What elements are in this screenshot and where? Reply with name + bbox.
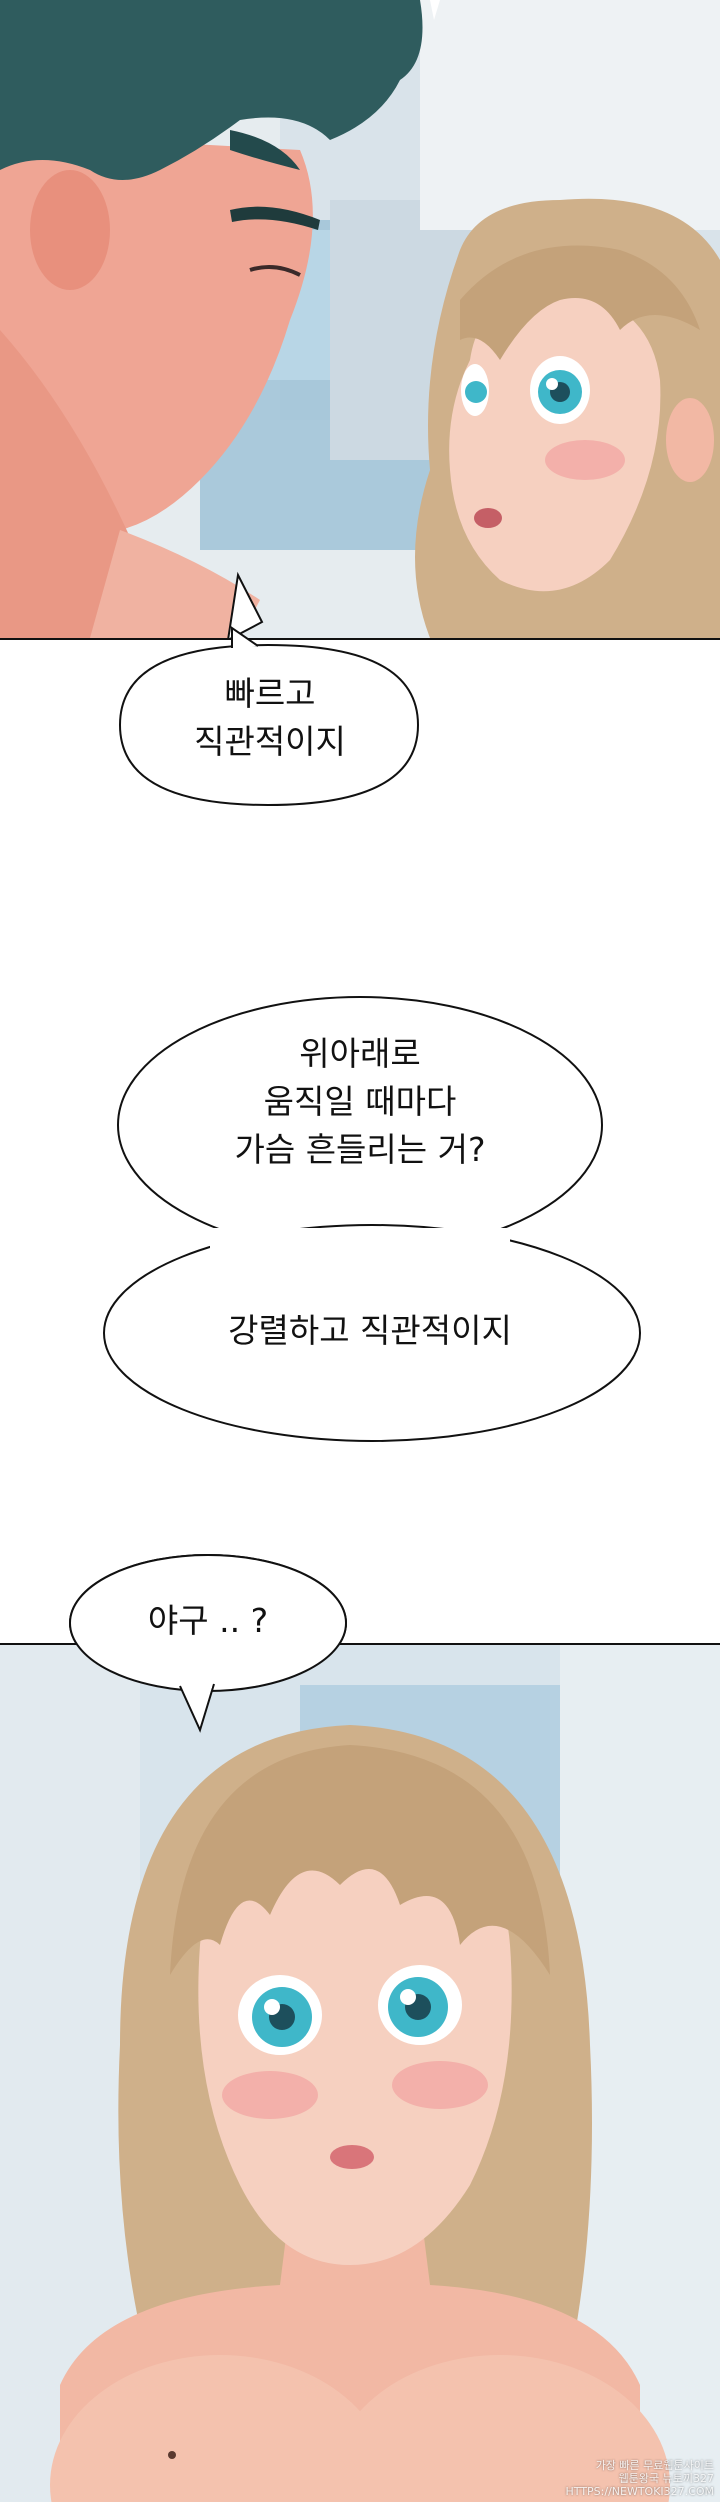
bubble-line: 강렬하고 직관적이지 <box>228 1311 512 1350</box>
watermark-line: HTTPS://NEWTOKI327.COM <box>565 2485 714 2498</box>
speech-bubble-2: 위아래로 움직일 때마다 가슴 흔들리는 거? <box>180 1030 540 1174</box>
watermark: 가장 빠른 무료웹툰사이트 웹툰왕국 뉴토끼327 HTTPS://NEWTOK… <box>566 2459 714 2498</box>
bubble-line: 야구 .. ? <box>147 1601 269 1640</box>
panel-top-illustration <box>0 0 720 638</box>
speech-bubble-3: 강렬하고 직관적이지 <box>150 1307 590 1355</box>
watermark-line: 웹툰왕국 뉴토끼327 <box>618 2472 714 2485</box>
bubble-line: 직관적이지 <box>194 722 346 761</box>
speech-bubble-1: 빠르고 직관적이지 <box>170 670 370 766</box>
speech-bubble-4-shape <box>69 1554 347 1733</box>
panel-bottom-illustration <box>0 1645 720 2502</box>
watermark-line: 가장 빠른 무료웹툰사이트 <box>595 2459 714 2472</box>
bubble-line: 위아래로 <box>299 1034 421 1073</box>
bubble-line: 빠르고 <box>224 674 316 713</box>
speech-bubble-4: 야구 .. ? <box>90 1597 326 1645</box>
bubble-line: 가슴 흔들리는 거? <box>234 1130 486 1169</box>
bubble-line: 움직일 때마다 <box>263 1082 457 1121</box>
comic-panel-bottom: 가장 빠른 무료웹툰사이트 웹툰왕국 뉴토끼327 HTTPS://NEWTOK… <box>0 1643 720 2502</box>
comic-panel-top <box>0 0 720 640</box>
